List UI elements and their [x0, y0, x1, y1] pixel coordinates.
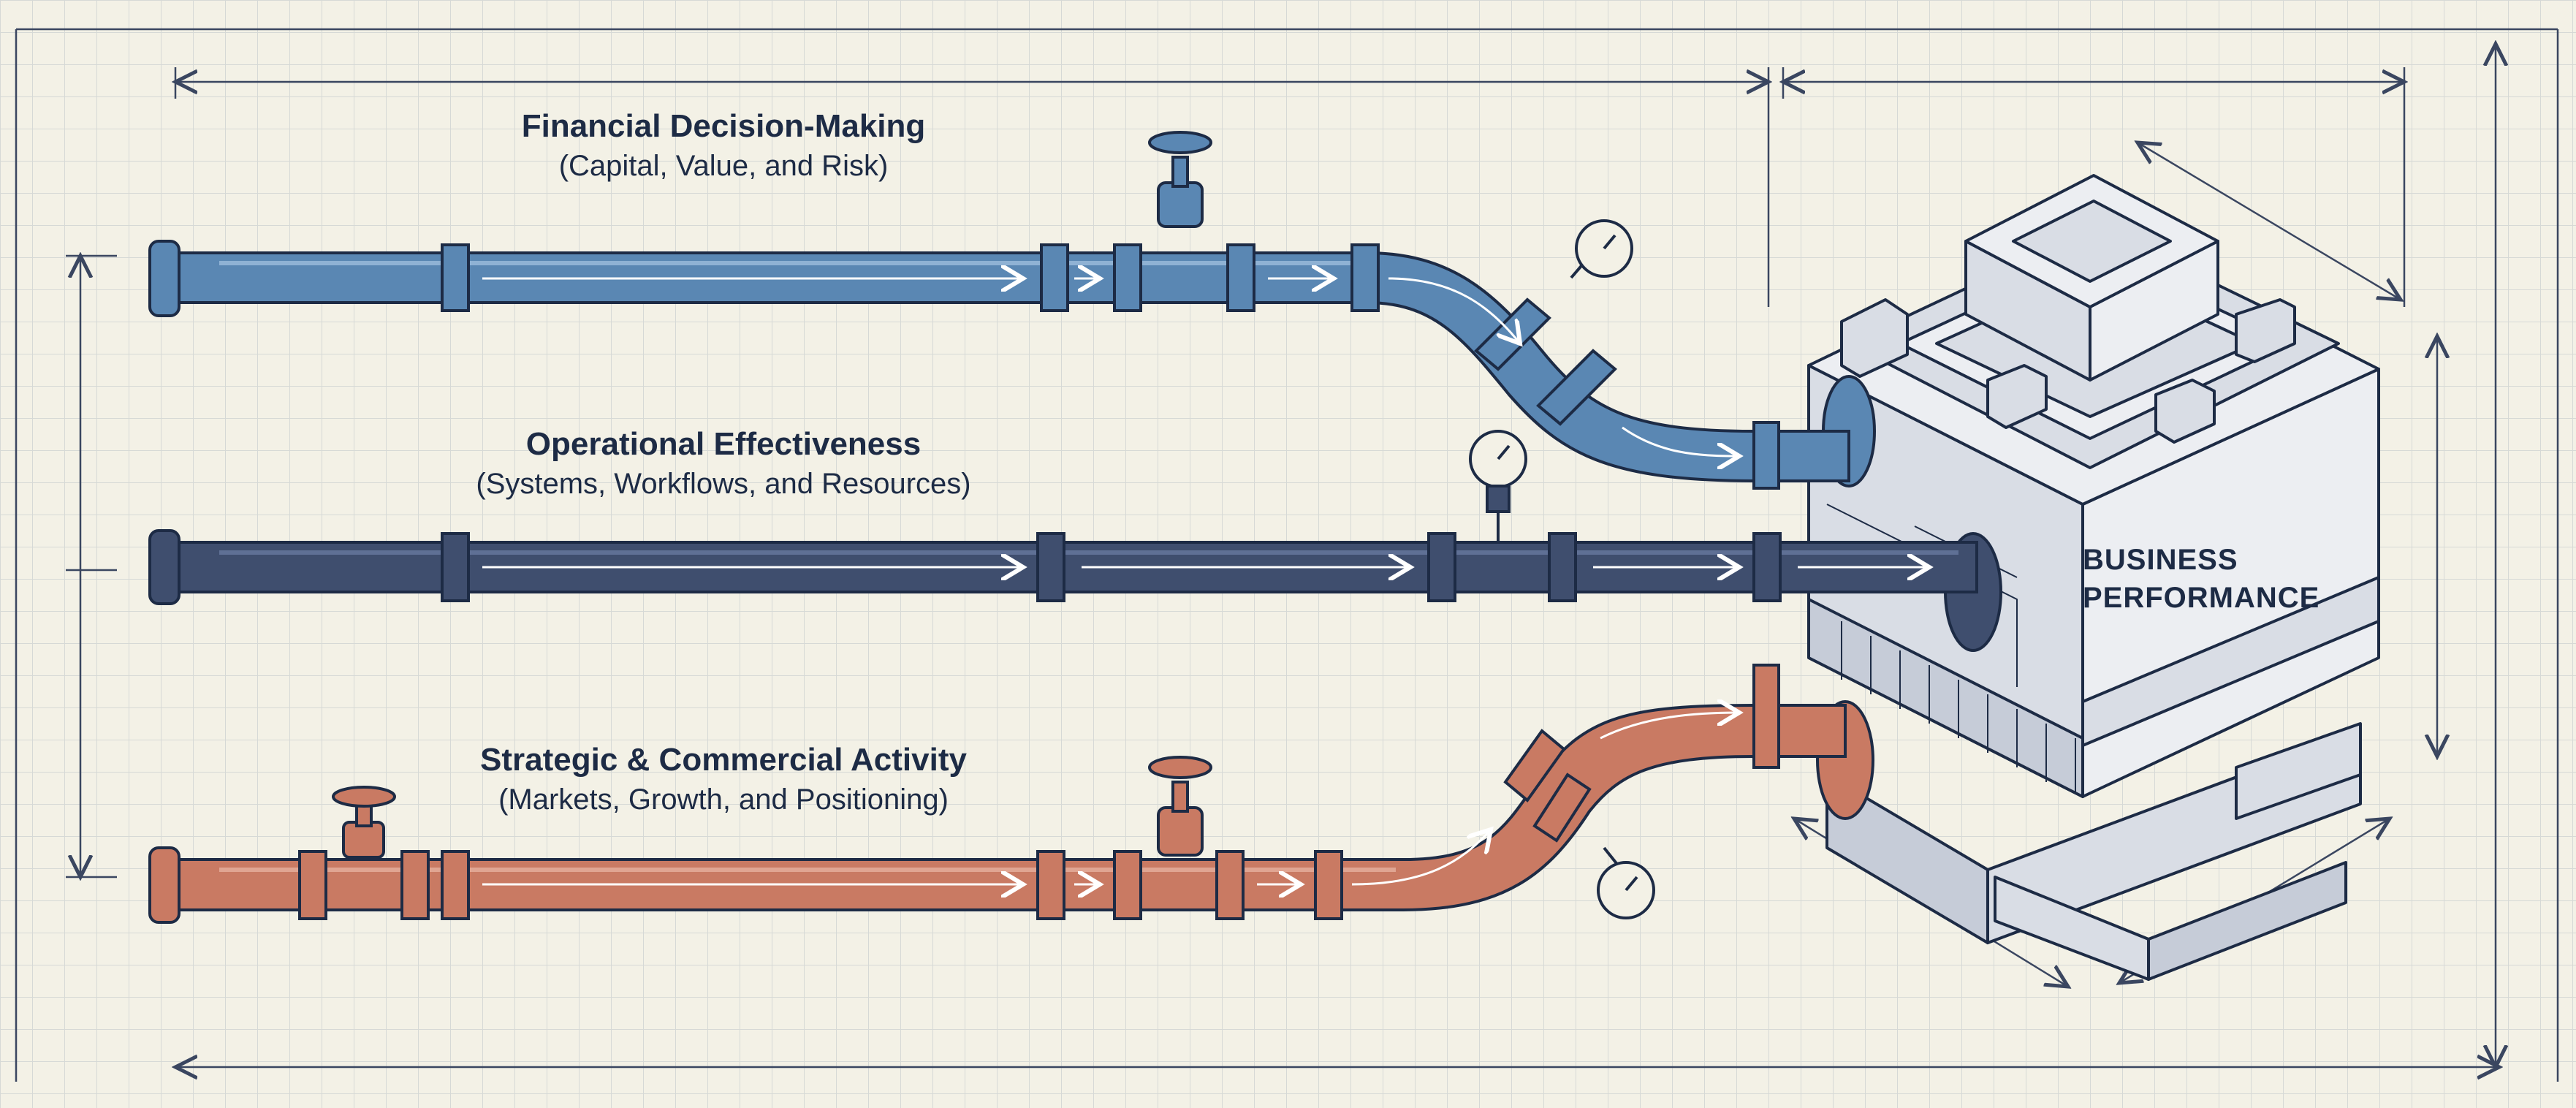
pressure-gauge-icons — [1469, 219, 1655, 919]
business-performance-line2: PERFORMANCE — [2083, 582, 2320, 614]
business-performance-label: BUSINESS PERFORMANCE — [2083, 541, 2390, 617]
strategic-pipeline-label: Strategic & Commercial Activity (Markets… — [409, 740, 1038, 819]
business-performance-machine — [1807, 174, 2380, 981]
operational-title: Operational Effectiveness — [525, 426, 922, 462]
valve-icons — [332, 131, 1212, 859]
flow-arrows — [482, 278, 1929, 884]
operational-pipeline-label: Operational Effectiveness (Systems, Work… — [409, 424, 1038, 503]
financial-subtitle: (Capital, Value, and Risk) — [558, 150, 889, 182]
pipe-flanges — [148, 240, 1782, 924]
strategic-subtitle: (Markets, Growth, and Positioning) — [498, 783, 949, 816]
financial-pipeline-label: Financial Decision-Making (Capital, Valu… — [409, 106, 1038, 185]
pipe-financial — [163, 251, 1850, 482]
business-performance-line1: BUSINESS — [2083, 544, 2238, 576]
financial-title: Financial Decision-Making — [521, 108, 926, 144]
strategic-title: Strategic & Commercial Activity — [480, 742, 967, 778]
operational-subtitle: (Systems, Workflows, and Resources) — [476, 468, 971, 500]
